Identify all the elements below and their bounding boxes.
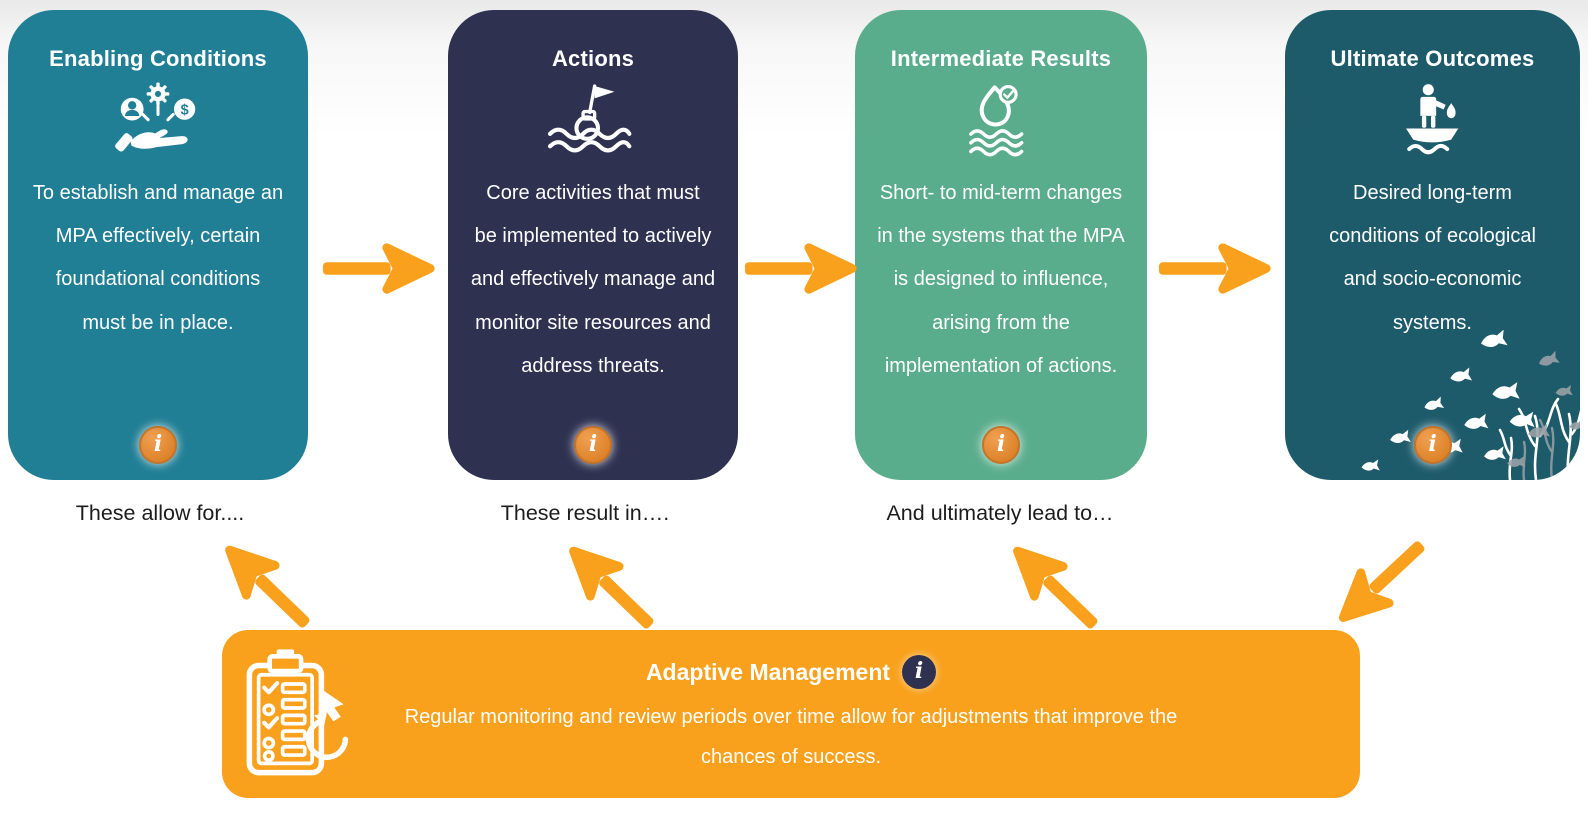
card-title: Enabling Conditions [49, 46, 267, 71]
info-button[interactable]: i [139, 426, 177, 464]
fish-coral-decoration [1360, 330, 1580, 480]
card-body-text: Desired long-term conditions of ecologic… [1329, 182, 1536, 334]
info-icon: i [1428, 431, 1437, 457]
info-icon: i [153, 431, 163, 457]
adaptive-management-text: Regular monitoring and review periods ov… [404, 706, 1178, 768]
card-ultimate-outcomes: Ultimate Outcomes Desired long-term cond… [1285, 10, 1580, 480]
feedback-arrow-icon [991, 525, 1116, 649]
info-icon: i [914, 658, 924, 684]
info-button[interactable]: i [574, 426, 612, 464]
card-body-text: Short- to mid-term changes in the system… [877, 182, 1125, 377]
info-button[interactable]: i [1413, 426, 1452, 464]
flow-arrow-icon [320, 239, 438, 297]
card-title: Ultimate Outcomes [1330, 46, 1535, 71]
flow-arrow-icon [742, 239, 860, 297]
card-intermediate-results: Intermediate Results Short- to mid-term … [855, 10, 1147, 480]
card-body-text: To establish and manage an MPA effective… [32, 182, 284, 334]
connector-label: And ultimately lead to… [886, 501, 1114, 525]
card-title: Actions [551, 46, 635, 71]
info-button[interactable]: i [982, 426, 1020, 464]
droplet-check-waves-icon [855, 80, 1147, 158]
info-icon: i [588, 431, 598, 457]
fisher-in-boat-icon [1285, 80, 1580, 158]
card-title: Intermediate Results [890, 46, 1112, 71]
feedback-arrow-icon [547, 525, 672, 649]
feedback-arrow-icon [203, 524, 328, 648]
info-icon: i [996, 431, 1006, 457]
growth-in-hand-icon: $ [8, 80, 308, 158]
connector-label: These allow for.... [75, 501, 245, 525]
outcome-to-adaptive-arrow-icon [1318, 522, 1444, 645]
card-body-text: Core activities that must be implemented… [470, 182, 716, 377]
info-button[interactable]: i [902, 655, 937, 689]
connector-label: These result in…. [500, 501, 670, 525]
checklist-revision-icon [246, 649, 349, 776]
card-actions: Actions Core activities that must be imp… [448, 10, 738, 480]
card-enabling-conditions: Enabling Conditions [8, 10, 308, 480]
adaptive-management-box: Adaptive Management i Regular monitoring… [222, 630, 1360, 798]
adaptive-management-title: Adaptive Management [645, 658, 891, 685]
buoy-flag-icon [448, 80, 738, 158]
flow-arrow-icon [1156, 239, 1274, 297]
dollar-glyph: $ [181, 102, 189, 118]
